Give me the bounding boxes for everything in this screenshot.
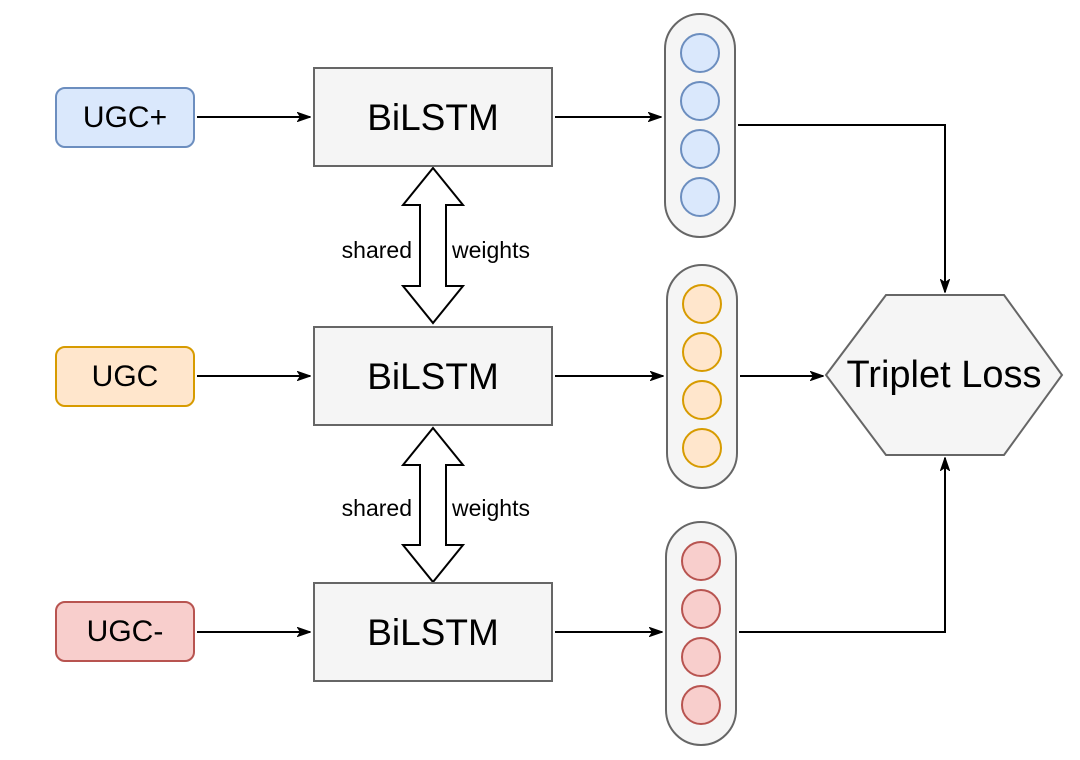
embedding-unit-circle bbox=[681, 685, 721, 725]
arrow-embedding-negative-to-loss bbox=[739, 458, 945, 633]
bilstm-encoder-bottom: BiLSTM bbox=[313, 582, 553, 682]
embedding-unit-circle bbox=[682, 284, 722, 324]
embedding-unit-circle bbox=[682, 428, 722, 468]
embedding-unit-circle bbox=[681, 589, 721, 629]
input-ugc-plus: UGC+ bbox=[55, 87, 195, 148]
arrow-embedding-positive-to-loss bbox=[738, 124, 945, 292]
embedding-capsule-negative bbox=[665, 521, 737, 746]
bilstm-encoder-top: BiLSTM bbox=[313, 67, 553, 167]
bilstm-encoder-middle: BiLSTM bbox=[313, 326, 553, 426]
embedding-unit-circle bbox=[680, 129, 720, 169]
triplet-loss-label: Triplet Loss bbox=[846, 354, 1042, 396]
embedding-capsule-anchor bbox=[666, 264, 738, 489]
embedding-unit-circle bbox=[681, 637, 721, 677]
input-ugc-minus-label: UGC- bbox=[86, 614, 164, 648]
shared-label-bottom: shared bbox=[341, 495, 412, 521]
embedding-capsule-positive bbox=[664, 13, 736, 238]
embedding-unit-circle bbox=[681, 541, 721, 581]
bilstm-encoder-middle-label: BiLSTM bbox=[367, 355, 499, 397]
bilstm-encoder-top-label: BiLSTM bbox=[367, 96, 499, 138]
weights-label-top: weights bbox=[452, 237, 530, 263]
weights-label-bottom: weights bbox=[452, 495, 530, 521]
input-ugc-label: UGC bbox=[91, 359, 159, 393]
embedding-unit-circle bbox=[680, 33, 720, 73]
embedding-unit-circle bbox=[680, 177, 720, 217]
input-ugc-plus-label: UGC+ bbox=[82, 100, 168, 134]
input-ugc-minus: UGC- bbox=[55, 601, 195, 662]
bilstm-encoder-bottom-label: BiLSTM bbox=[367, 611, 499, 653]
shared-label-top: shared bbox=[341, 237, 412, 263]
embedding-unit-circle bbox=[682, 380, 722, 420]
triplet-loss-hexagon bbox=[824, 294, 1064, 456]
input-ugc: UGC bbox=[55, 346, 195, 407]
shared-weights-arrow-top bbox=[400, 166, 466, 325]
embedding-unit-circle bbox=[682, 332, 722, 372]
embedding-unit-circle bbox=[680, 81, 720, 121]
